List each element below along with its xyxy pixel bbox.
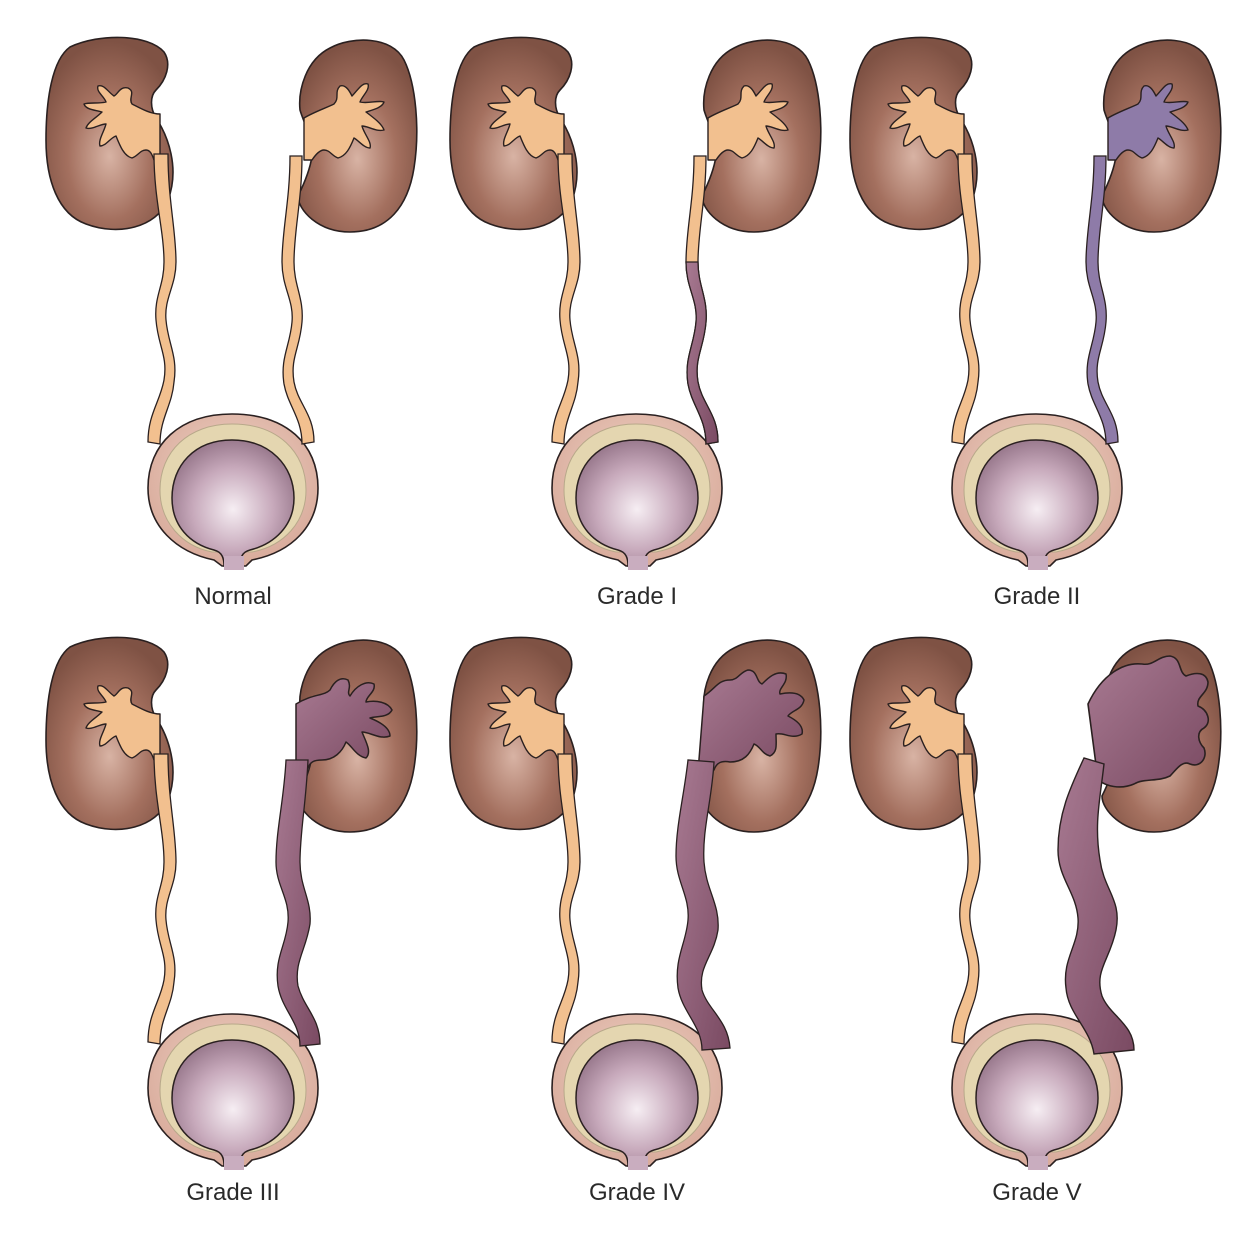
panel-label-grade-1: Grade I [597, 583, 677, 610]
panel-grade-1: Grade I [449, 36, 822, 610]
panel-label-grade-3: Grade III [186, 1179, 279, 1206]
panel-label-grade-5: Grade V [992, 1179, 1081, 1206]
panel-grade-4: Grade IV [449, 636, 822, 1206]
panel-label-normal: Normal [194, 583, 271, 610]
panel-grade-2: Grade II [849, 36, 1222, 610]
panel-label-grade-2: Grade II [994, 583, 1081, 610]
panel-label-grade-4: Grade IV [589, 1179, 685, 1206]
panel-grade-5: Grade V [849, 636, 1222, 1206]
panel-normal: Normal [45, 36, 418, 610]
panel-grade-3: Grade III [45, 636, 418, 1206]
